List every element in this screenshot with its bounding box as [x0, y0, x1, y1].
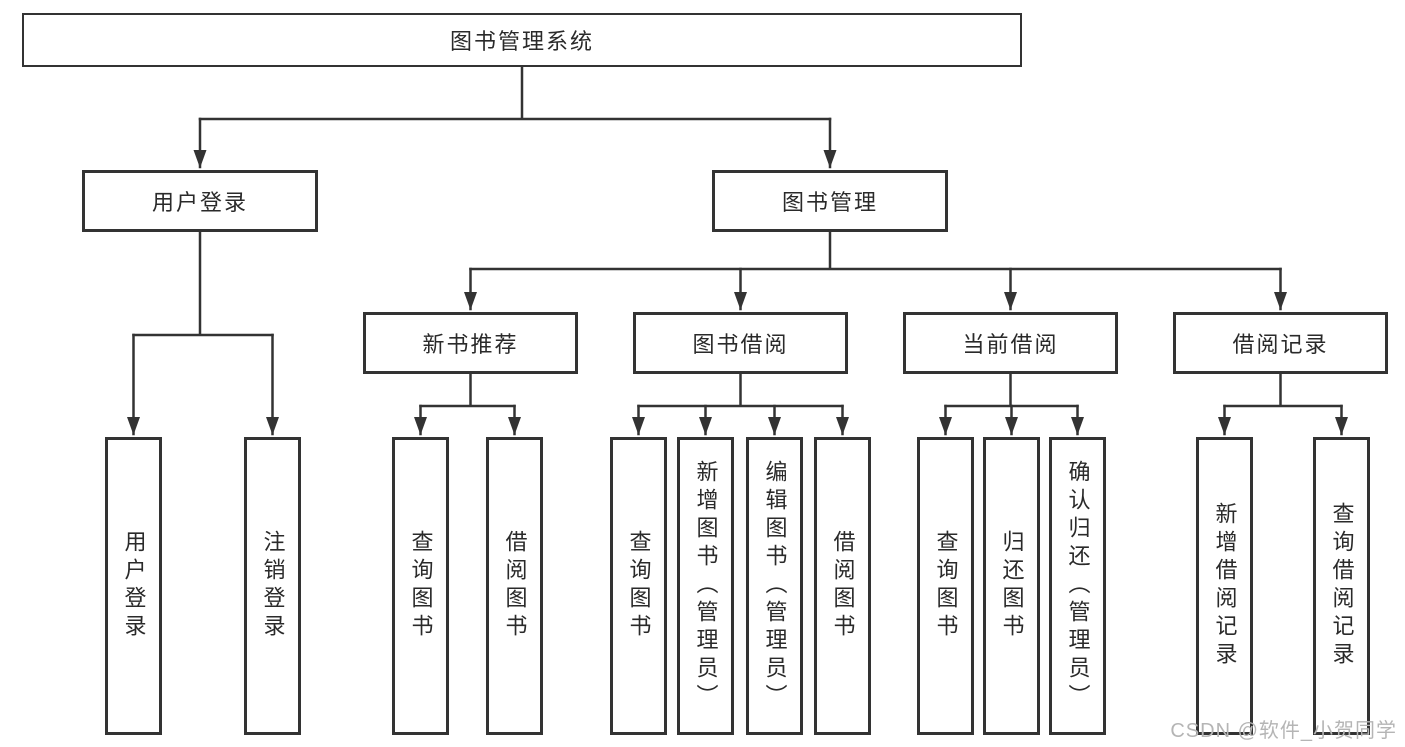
leaf-logout: 注销登录	[244, 437, 301, 735]
leaf-borrow-books-recommend-label: 借阅图书	[502, 530, 528, 642]
node-current-borrow-label: 当前借阅	[962, 332, 1059, 357]
leaf-add-borrow-record-label: 新增借阅记录	[1212, 502, 1238, 670]
leaf-user-login: 用户登录	[105, 437, 162, 735]
node-book-management: 图书管理	[712, 170, 948, 232]
leaf-query-books-borrow-label: 查询图书	[626, 530, 652, 642]
node-new-book-recommend-label: 新书推荐	[422, 332, 519, 357]
leaf-user-login-label: 用户登录	[121, 530, 147, 642]
leaf-query-books-recommend-label: 查询图书	[408, 530, 434, 642]
leaf-borrow-books: 借阅图书	[814, 437, 871, 735]
leaf-query-books-current: 查询图书	[917, 437, 974, 735]
leaf-edit-books-admin-label: 编辑图书（管理员）	[762, 460, 788, 712]
node-root-system: 图书管理系统	[22, 13, 1022, 67]
leaf-add-books-admin: 新增图书（管理员）	[677, 437, 734, 735]
node-user-login-label: 用户登录	[151, 190, 248, 215]
leaf-query-borrow-record: 查询借阅记录	[1313, 437, 1370, 735]
csdn-watermark: CSDN @软件_小贺同学	[1170, 720, 1397, 742]
leaf-add-borrow-record: 新增借阅记录	[1196, 437, 1253, 735]
node-book-borrow-label: 图书借阅	[692, 332, 789, 357]
leaf-return-books: 归还图书	[983, 437, 1040, 735]
leaf-query-books-recommend: 查询图书	[392, 437, 449, 735]
leaf-edit-books-admin: 编辑图书（管理员）	[746, 437, 803, 735]
node-borrow-record-label: 借阅记录	[1232, 332, 1329, 357]
node-book-borrow: 图书借阅	[633, 312, 848, 374]
leaf-query-books-borrow: 查询图书	[610, 437, 667, 735]
leaf-logout-label: 注销登录	[260, 530, 286, 642]
leaf-borrow-books-recommend: 借阅图书	[486, 437, 543, 735]
node-borrow-record: 借阅记录	[1173, 312, 1388, 374]
node-current-borrow: 当前借阅	[903, 312, 1118, 374]
leaf-query-books-current-label: 查询图书	[933, 530, 959, 642]
node-root-label: 图书管理系统	[449, 29, 594, 54]
leaf-add-books-admin-label: 新增图书（管理员）	[693, 460, 719, 712]
node-book-management-label: 图书管理	[781, 190, 878, 215]
node-new-book-recommend: 新书推荐	[363, 312, 578, 374]
leaf-borrow-books-label: 借阅图书	[830, 530, 856, 642]
leaf-confirm-return-admin: 确认归还（管理员）	[1049, 437, 1106, 735]
leaf-query-borrow-record-label: 查询借阅记录	[1329, 502, 1355, 670]
node-user-login: 用户登录	[82, 170, 318, 232]
leaf-confirm-return-admin-label: 确认归还（管理员）	[1065, 460, 1091, 712]
leaf-return-books-label: 归还图书	[999, 530, 1025, 642]
